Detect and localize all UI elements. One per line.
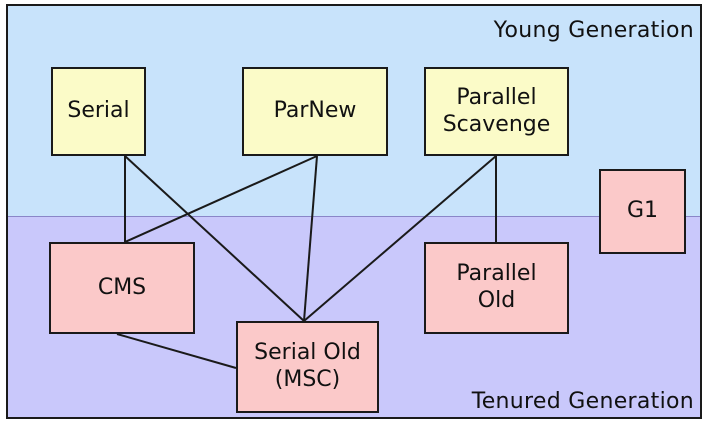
young-generation-label: Young Generation [493, 18, 694, 43]
parallel-old-label: Parallel Old [456, 261, 537, 313]
connector-parallel-scavenge-to-serial-old [303, 155, 497, 322]
cms-label: CMS [97, 274, 147, 300]
connector-cms-to-serial-old [116, 333, 237, 369]
diagram-frame: Young Generation Tenured Generation Seri… [6, 4, 702, 419]
serial-label: Serial [67, 98, 130, 124]
parnew-box: ParNew [242, 67, 388, 156]
tenured-generation-label: Tenured Generation [471, 389, 694, 414]
g1-label: G1 [626, 198, 659, 224]
parallel-scavenge-label: Parallel Scavenge [442, 84, 551, 137]
cms-box: CMS [49, 242, 195, 334]
connector-parnew-to-serial-old [303, 155, 318, 322]
parallel-old-box: Parallel Old [424, 242, 569, 334]
parallel-scavenge-box: Parallel Scavenge [424, 67, 569, 156]
connector-serial-to-serial-old [124, 155, 305, 322]
g1-box: G1 [599, 169, 686, 254]
parnew-label: ParNew [273, 98, 357, 124]
connection-lines [116, 155, 497, 369]
serial-old-box: Serial Old (MSC) [236, 321, 379, 413]
serial-old-label: Serial Old (MSC) [254, 340, 361, 392]
connector-parnew-to-cms [124, 155, 318, 243]
serial-box: Serial [51, 67, 146, 156]
